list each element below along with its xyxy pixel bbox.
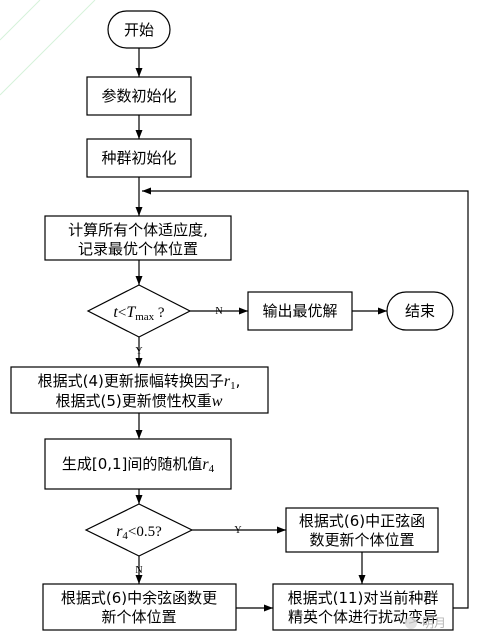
mutation-box: 根据式(11)对当前种群 精英个体进行扰动变异 — [272, 583, 454, 631]
watermark: 明月 — [405, 616, 446, 630]
update-r1-w-box: 根据式(4)更新振幅转换因子r1, 根据式(5)更新惯性权重w — [10, 366, 269, 414]
decision-iteration-label: t<Tmax ? — [113, 304, 165, 323]
decision-r4: r4<0.5? — [84, 503, 194, 557]
cosine-update-label-line1: 根据式(6)中余弦函数更 — [61, 589, 217, 607]
decorative-corner-lines — [0, 0, 96, 96]
init-params-box: 参数初始化 — [86, 76, 192, 116]
fitness-label-line1: 计算所有个体适应度, — [68, 221, 208, 239]
label-n-cosine: N — [135, 565, 142, 576]
label-y-continue: Y — [135, 346, 142, 357]
fitness-label-line2: 记录最优个体位置 — [78, 240, 198, 258]
connectors — [135, 48, 469, 612]
mutation-label-line1: 根据式(11)对当前种群 — [288, 589, 439, 607]
cosine-update-box: 根据式(6)中余弦函数更 新个体位置 — [42, 583, 237, 631]
init-population-label: 种群初始化 — [101, 149, 176, 167]
start-node: 开始 — [107, 10, 171, 49]
label-y-sine: Y — [234, 525, 241, 536]
sine-update-label-line1: 根据式(6)中正弦函 — [299, 512, 425, 530]
gen-r4-box: 生成[0,1]间的随机值r4 — [44, 438, 232, 490]
end-label: 结束 — [405, 302, 435, 320]
watermark-text: 明月 — [422, 616, 446, 630]
update-w-label: 根据式(5)更新惯性权重w — [56, 392, 223, 410]
sine-update-box: 根据式(6)中正弦函 数更新个体位置 — [285, 507, 439, 553]
cosine-update-label-line2: 新个体位置 — [101, 608, 176, 626]
output-best-box: 输出最优解 — [247, 291, 353, 331]
decision-r4-label: r4<0.5? — [116, 523, 162, 542]
label-n-exit: N — [215, 306, 222, 317]
fitness-box: 计算所有个体适应度, 记录最优个体位置 — [44, 215, 232, 261]
init-population-box: 种群初始化 — [86, 138, 192, 178]
start-label: 开始 — [124, 21, 154, 39]
sine-update-label-line2: 数更新个体位置 — [309, 531, 414, 549]
output-best-label: 输出最优解 — [262, 302, 337, 320]
mutation-label-line2: 精英个体进行扰动变异 — [288, 608, 438, 626]
update-r1-label: 根据式(4)更新振幅转换因子r1, — [38, 372, 241, 392]
init-params-label: 参数初始化 — [101, 87, 176, 105]
decision-iteration: t<Tmax ? — [86, 284, 192, 338]
gen-r4-label: 生成[0,1]间的随机值r4 — [62, 455, 215, 475]
end-node: 结束 — [386, 291, 454, 331]
